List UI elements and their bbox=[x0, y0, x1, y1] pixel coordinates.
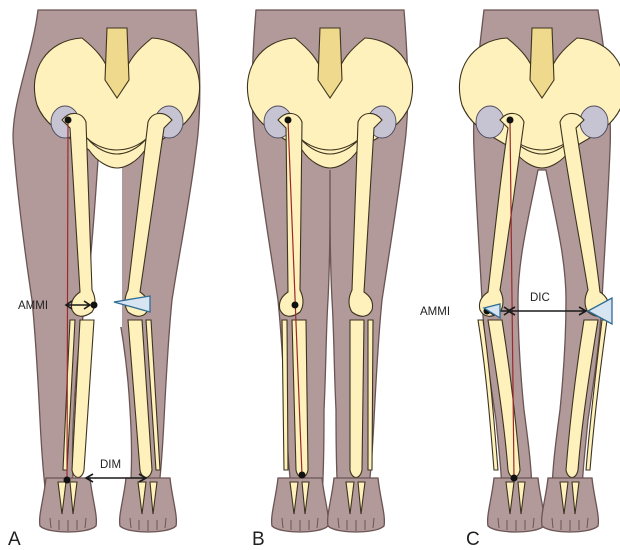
panel-label-a: A bbox=[8, 529, 21, 550]
knee-center-marker bbox=[91, 302, 98, 309]
fibula-right bbox=[368, 320, 373, 470]
panel-c: AMMI DIC C bbox=[420, 10, 620, 550]
ankle-center-marker bbox=[64, 477, 71, 484]
ammi-label: AMMI bbox=[420, 306, 450, 318]
ankle-center-marker bbox=[299, 472, 306, 479]
foot-right bbox=[120, 478, 177, 532]
hip-center-marker bbox=[507, 117, 514, 124]
hip-center-marker bbox=[65, 117, 72, 124]
panel-b: B bbox=[247, 10, 412, 550]
foot-left bbox=[272, 478, 329, 532]
ammi-label: AMMI bbox=[18, 300, 48, 312]
fibula-left bbox=[282, 320, 288, 470]
hip-center-marker bbox=[285, 117, 292, 124]
foot-left bbox=[488, 478, 545, 532]
ankle-center-marker bbox=[511, 475, 518, 482]
panel-a: AMMI DIM A bbox=[8, 10, 200, 550]
knee-center-marker bbox=[292, 302, 299, 309]
foot-right bbox=[328, 478, 385, 532]
panel-label-b: B bbox=[252, 529, 265, 550]
foot-right bbox=[542, 478, 599, 532]
foot-left bbox=[40, 478, 97, 532]
dic-label: DIC bbox=[530, 292, 550, 304]
dim-label: DIM bbox=[100, 459, 121, 471]
panel-label-c: C bbox=[466, 529, 480, 550]
tibia-right bbox=[350, 320, 364, 478]
